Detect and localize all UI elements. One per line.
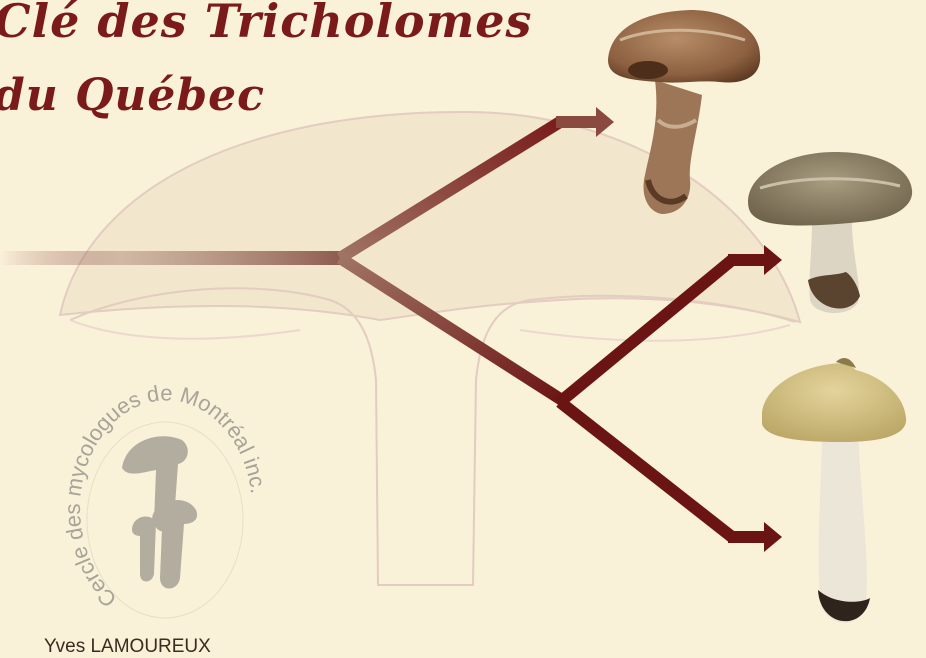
arrow-to-mushroom-3[interactable] xyxy=(728,522,782,552)
author-name: Yves LAMOUREUX xyxy=(44,636,211,658)
cercle-mycologues-logo: Cercle des mycologues de Montréal inc. xyxy=(60,380,271,618)
mushroom-3-image xyxy=(762,358,906,623)
